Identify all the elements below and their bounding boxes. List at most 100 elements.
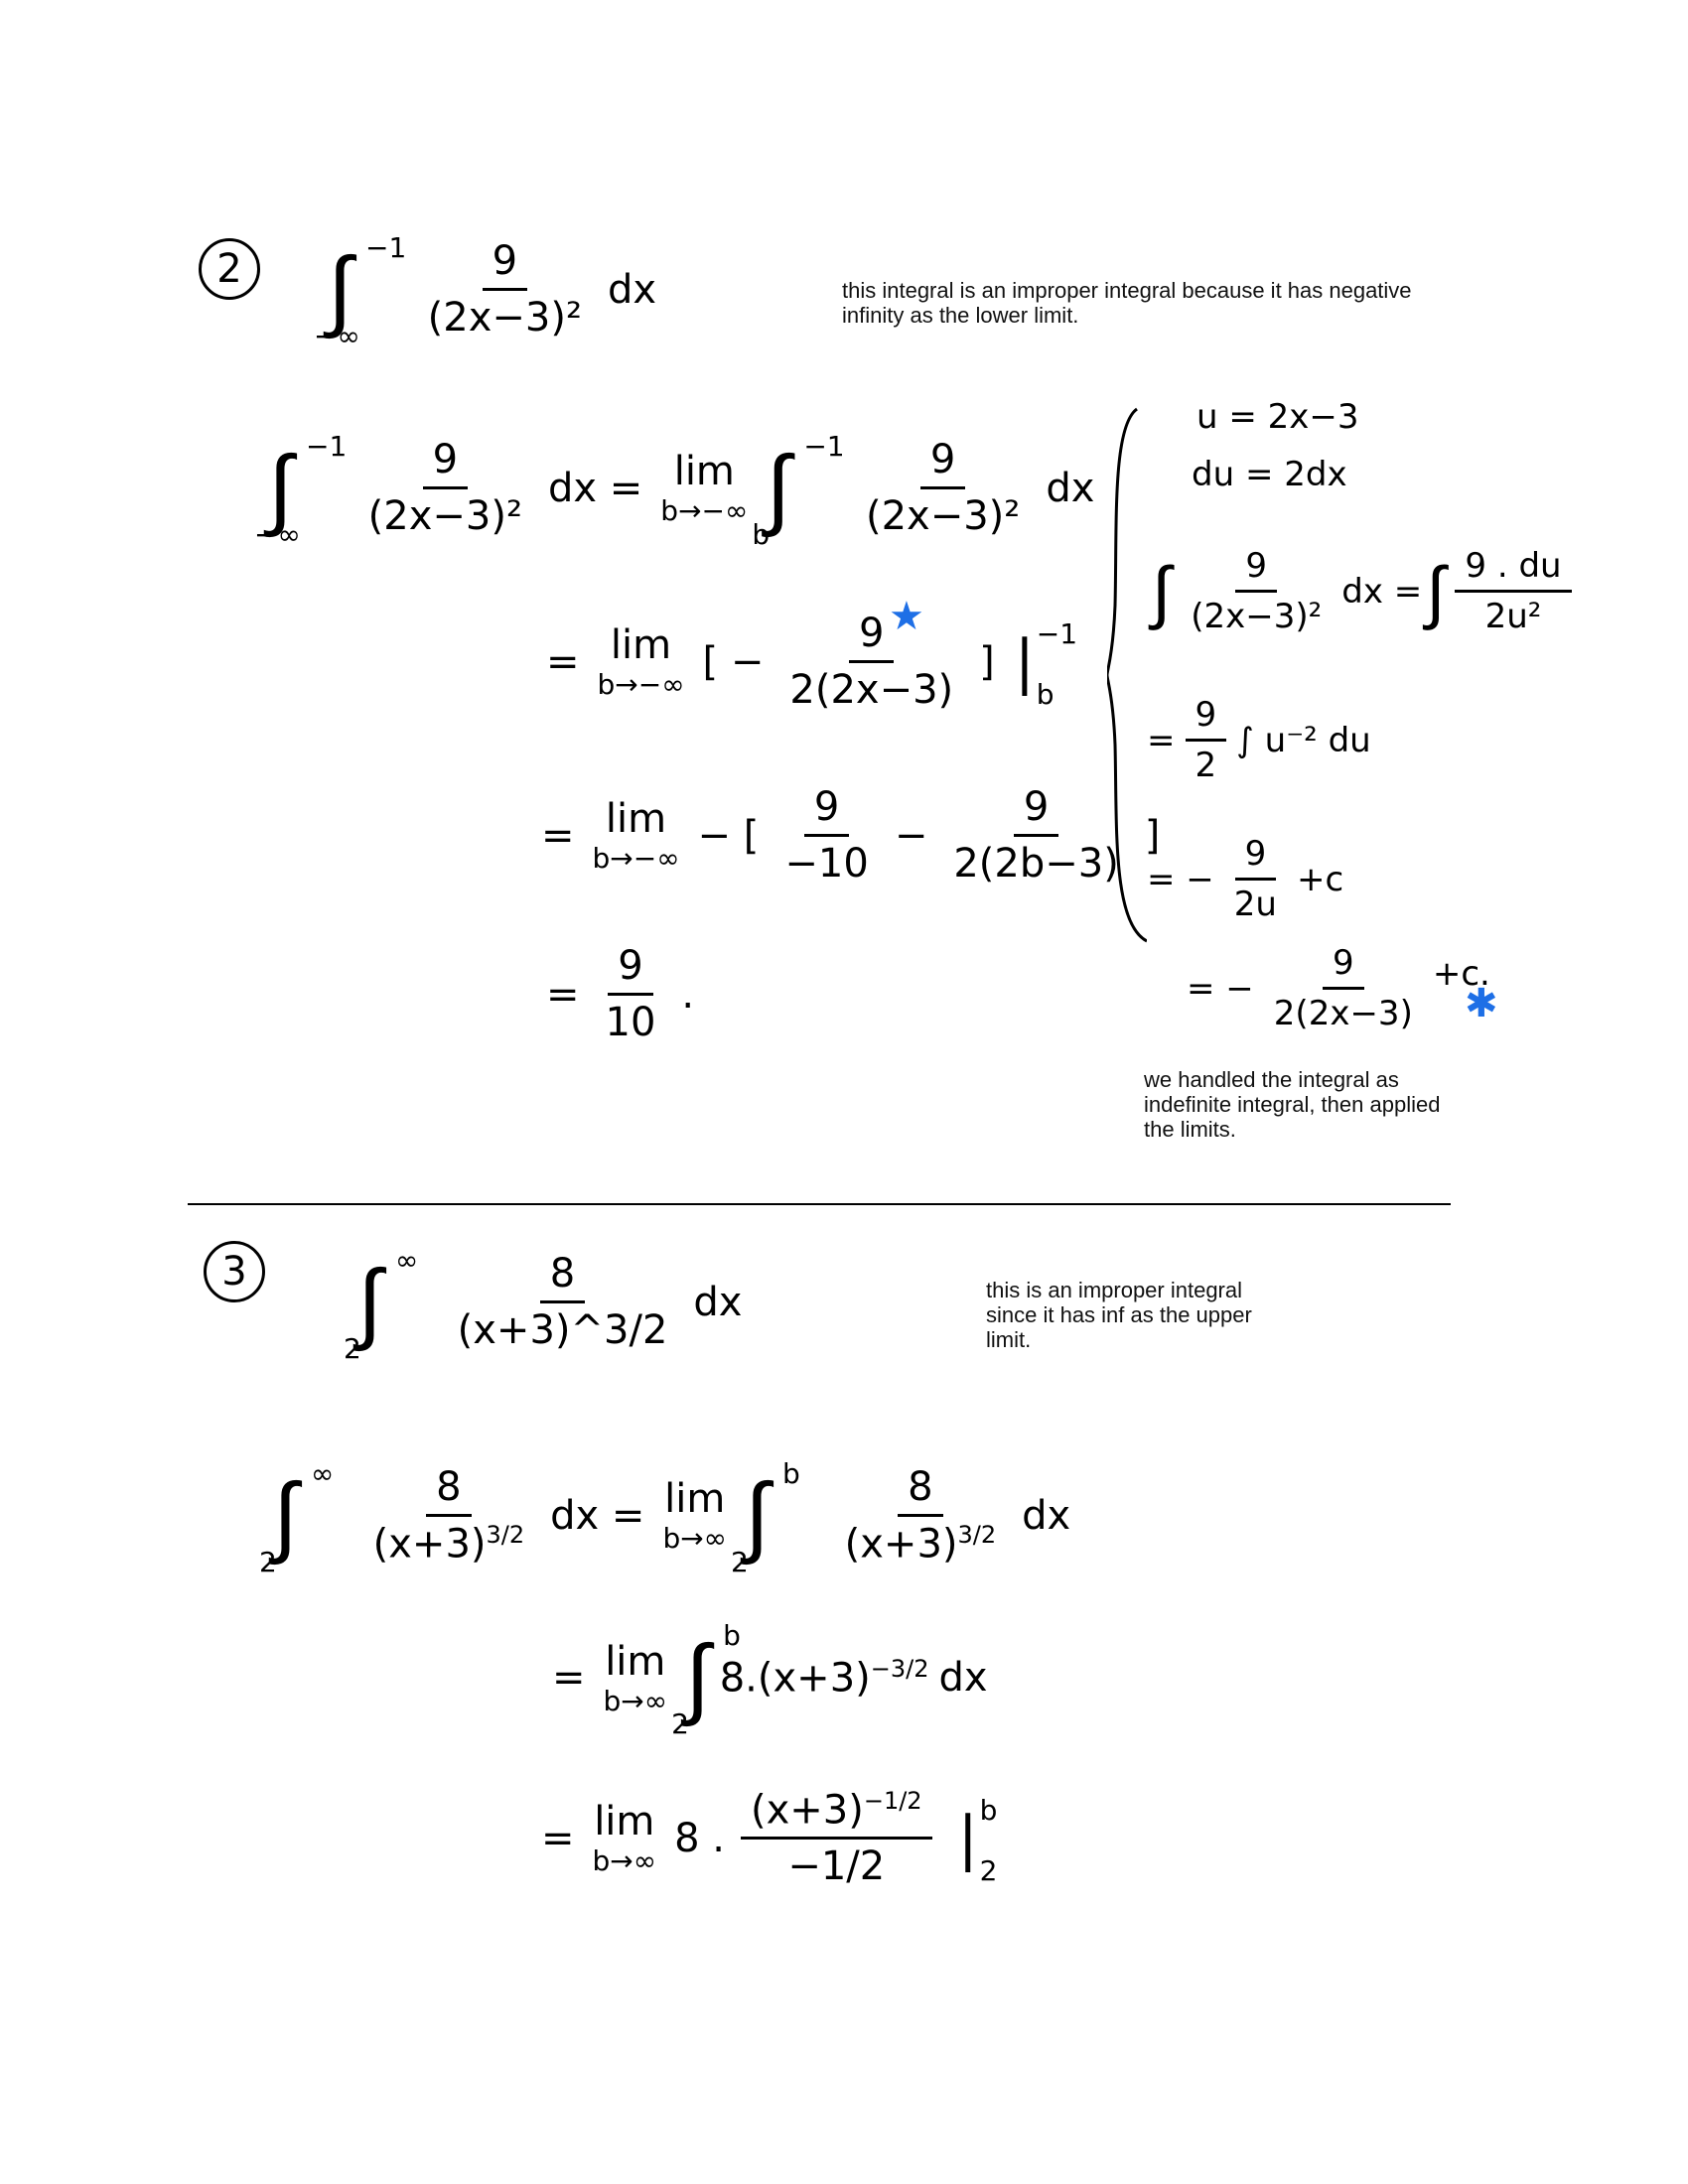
upper-limit: b — [782, 1456, 800, 1490]
denominator: (x+3)3/2 — [835, 1517, 1006, 1567]
fraction: 9(2x−3)² — [358, 437, 532, 539]
fraction: 8(x+3)^3/2 — [448, 1251, 678, 1353]
fraction: 8(x+3)3/2 — [363, 1464, 534, 1567]
lower-limit: 2 — [259, 1545, 277, 1578]
lim-text: lim — [605, 1638, 666, 1685]
problem3-note: this is an improper integral since it ha… — [986, 1278, 1252, 1352]
fraction: 9(2x−3)² — [418, 238, 592, 341]
blue-star-icon: ✱ — [1465, 981, 1498, 1026]
equals: = — [541, 812, 575, 859]
bracket-open: − [ — [697, 812, 760, 859]
upper-limit: −1 — [803, 429, 845, 463]
bracket-close: ] — [1144, 812, 1161, 859]
exponent: 3/2 — [957, 1521, 997, 1549]
period: . — [681, 971, 695, 1018]
integral-sign: ∫∞2 — [344, 1243, 419, 1365]
denominator: (2x−3)² — [427, 295, 582, 341]
denominator: −1/2 — [787, 1843, 886, 1890]
lower-limit: 2 — [671, 1707, 689, 1740]
problem3-integral: ∫∞2 8(x+3)^3/2 dx — [344, 1243, 743, 1365]
upper-limit: b — [979, 1793, 998, 1827]
numerator: 9 — [919, 437, 966, 489]
du-text: du = 2dx — [1192, 455, 1347, 494]
lim-text: lim — [673, 449, 735, 494]
constant: +c — [1296, 859, 1344, 899]
problem-number-3: 3 — [204, 1241, 265, 1302]
numerator: 9 — [482, 238, 528, 291]
lower-limit: −∞ — [314, 319, 360, 352]
exponent: −1/2 — [863, 1787, 922, 1815]
base: (x+3) — [844, 1521, 958, 1568]
integral-sign: ∫−1−∞ — [254, 429, 348, 551]
base: (x+3) — [372, 1521, 487, 1568]
equals: = — [541, 1815, 575, 1861]
numerator: 8 — [898, 1464, 943, 1517]
numerator: 9 — [1013, 784, 1059, 837]
lower-limit: 2 — [731, 1545, 749, 1578]
upper-limit: −1 — [365, 230, 407, 264]
problem2-note: this integral is an improper integral be… — [842, 278, 1412, 328]
denominator: (2x−3)² — [367, 493, 522, 539]
denominator: (2x−3)² — [865, 493, 1021, 539]
substitution-du: du = 2dx — [1192, 455, 1347, 494]
lim-text: lim — [594, 1799, 655, 1845]
problem-number-text: 2 — [216, 246, 242, 292]
denominator: 2(2b−3) — [953, 841, 1119, 887]
upper-limit: b — [723, 1619, 741, 1652]
lim-sub: b→−∞ — [597, 668, 685, 701]
numerator: 9 — [1185, 695, 1227, 742]
bracket-close: ] — [979, 638, 995, 685]
integrand: ∫ u⁻² du — [1236, 720, 1371, 760]
fraction: 9−10 — [774, 784, 878, 887]
denominator: 10 — [605, 1000, 656, 1045]
equals: = — [1147, 720, 1176, 760]
numerator: 8 — [539, 1251, 586, 1303]
fraction: 9(2x−3)² — [1181, 546, 1332, 636]
coefficient: 8 . — [674, 1815, 725, 1861]
denominator: 2(2x−3) — [789, 667, 954, 713]
fraction: 8(x+3)3/2 — [835, 1464, 1006, 1567]
fraction: 9(2x−3)² — [856, 437, 1030, 539]
numerator: 9 — [422, 437, 469, 489]
differential: dx — [1046, 465, 1095, 511]
problem2-note2: we handled the integral as indefinite in… — [1144, 1067, 1441, 1142]
exponent: 3/2 — [486, 1521, 525, 1549]
exponent: −3/2 — [870, 1654, 929, 1683]
denominator: 2 — [1195, 746, 1217, 785]
integral-sign: ∫−1−∞ — [314, 230, 407, 352]
numerator: 9 — [803, 784, 850, 837]
upper-limit: −1 — [306, 429, 348, 463]
integrand: 8.(x+3)−3/2 — [720, 1655, 929, 1701]
lower-limit: −∞ — [254, 517, 301, 551]
lim-text: lim — [610, 622, 672, 668]
denominator: 2u² — [1484, 597, 1542, 636]
lim-sub: b→−∞ — [592, 842, 680, 875]
upper-limit: ∞ — [395, 1243, 419, 1277]
integral-sign: ∫∞2 — [259, 1456, 335, 1578]
differential: dx — [693, 1279, 743, 1325]
equals: = − — [1147, 859, 1214, 899]
integral-sign: ∫ — [1426, 550, 1446, 632]
lower-limit: b — [1036, 677, 1055, 711]
differential: dx — [938, 1655, 988, 1701]
differential: dx — [608, 266, 657, 313]
differential: dx = — [548, 465, 643, 511]
problem2-integral: ∫−1−∞ 9(2x−3)² dx — [314, 230, 657, 352]
